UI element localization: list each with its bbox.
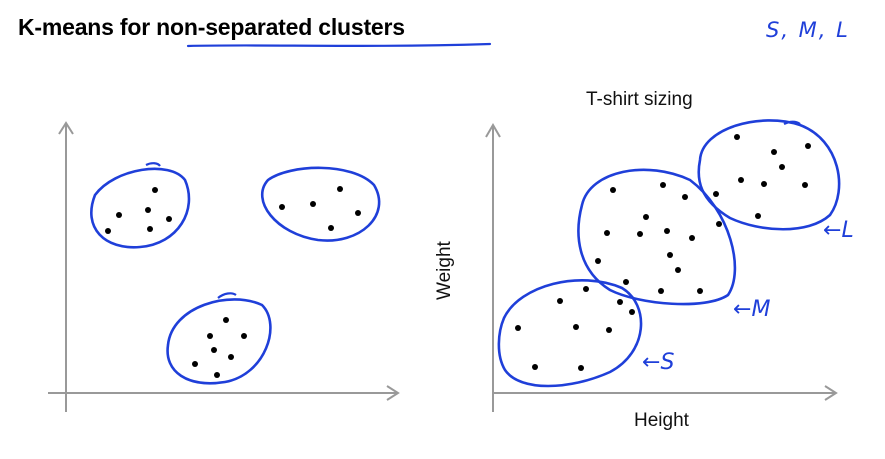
x-axis-label: Height (634, 410, 689, 431)
left-cluster-3 (166, 292, 272, 385)
left-cluster-1 (90, 162, 191, 249)
right-plot-title: T-shirt sizing (586, 89, 693, 110)
right-plot-axes (485, 123, 838, 412)
left-cluster-2 (261, 166, 381, 242)
slide-title: K-means for non-separated clusters (18, 14, 405, 40)
cluster-label-m: ←M (733, 297, 771, 322)
cluster-s (497, 279, 643, 388)
left-plot-axes (48, 121, 400, 412)
title-underline (186, 42, 492, 48)
sizes-annotation: S, M, L (766, 18, 850, 42)
cluster-label-l: ←L (823, 218, 854, 243)
cluster-label-s: ←S (642, 350, 675, 375)
cluster-m (577, 168, 737, 306)
cluster-l (697, 119, 841, 231)
